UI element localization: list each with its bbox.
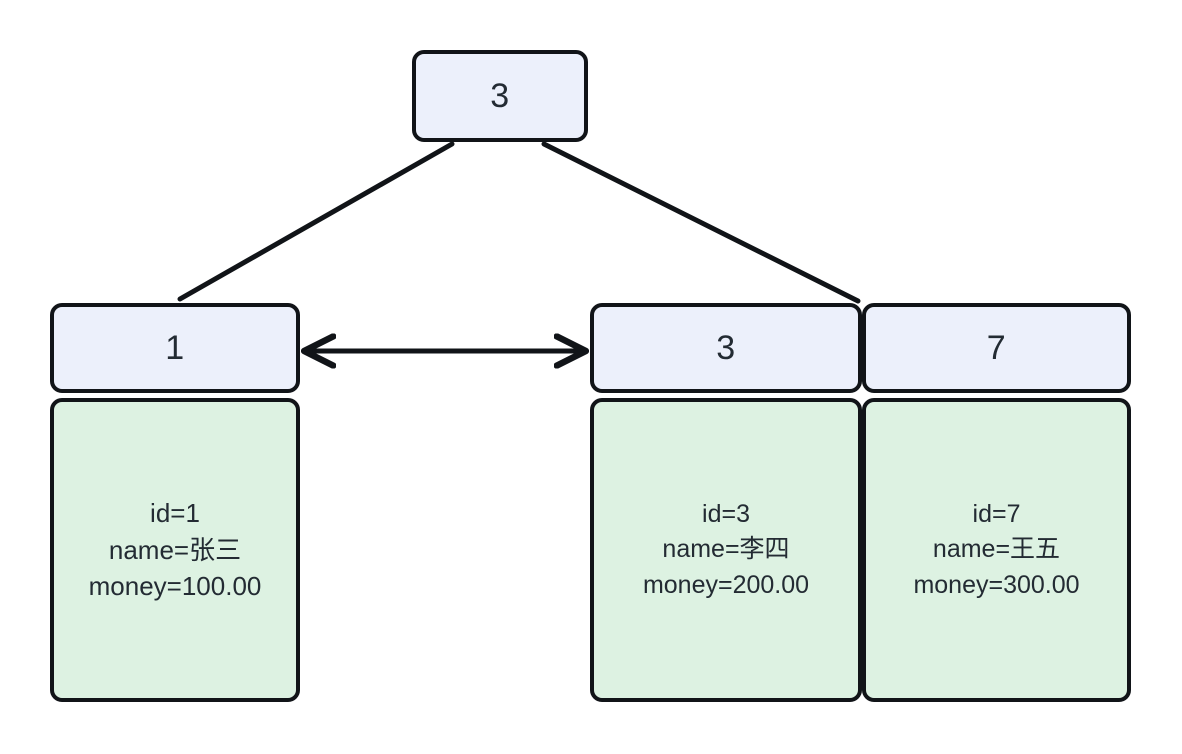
leaf-node-3-fields: id=3 name=李四 money=200.00 (596, 497, 856, 604)
field-money: money=200.00 (642, 570, 810, 599)
edge-root-to-left-leaf (177, 141, 455, 302)
field-money: money=100.00 (88, 571, 262, 602)
leaf-node-7-fields: id=7 name=王五 money=300.00 (868, 497, 1125, 604)
leaf-node-3-key: 3 (716, 329, 736, 367)
leaf-node-7-header[interactable]: 7 (862, 303, 1131, 393)
leaf-node-3-header[interactable]: 3 (590, 303, 862, 393)
field-id: id=7 (972, 499, 1021, 528)
field-money: money=300.00 (913, 570, 1080, 599)
root-node-key: 3 (490, 77, 510, 115)
root-node[interactable]: 3 (412, 50, 588, 142)
leaf-node-1-key: 1 (165, 329, 185, 367)
leaf-node-1[interactable]: 1 id=1 name=张三 money=100.00 (50, 303, 300, 702)
leaf-node-7-key: 7 (986, 329, 1007, 367)
field-id: id=1 (150, 497, 200, 528)
leaf-node-7[interactable]: 7 id=7 name=王五 money=300.00 (862, 303, 1131, 702)
field-name: name=王五 (932, 535, 1061, 564)
leaf-node-7-body: id=7 name=王五 money=300.00 (862, 398, 1131, 702)
leaf-node-1-fields: id=1 name=张三 money=100.00 (56, 495, 294, 606)
field-name: name=张三 (108, 534, 242, 565)
leaf-node-1-body: id=1 name=张三 money=100.00 (50, 398, 300, 702)
field-id: id=3 (702, 499, 750, 528)
leaf-node-1-header[interactable]: 1 (50, 303, 300, 393)
field-name: name=李四 (662, 535, 790, 564)
edge-root-to-right-leaf (541, 141, 861, 304)
leaf-node-3-body: id=3 name=李四 money=200.00 (590, 398, 862, 702)
leaf-node-3[interactable]: 3 id=3 name=李四 money=200.00 (590, 303, 862, 702)
